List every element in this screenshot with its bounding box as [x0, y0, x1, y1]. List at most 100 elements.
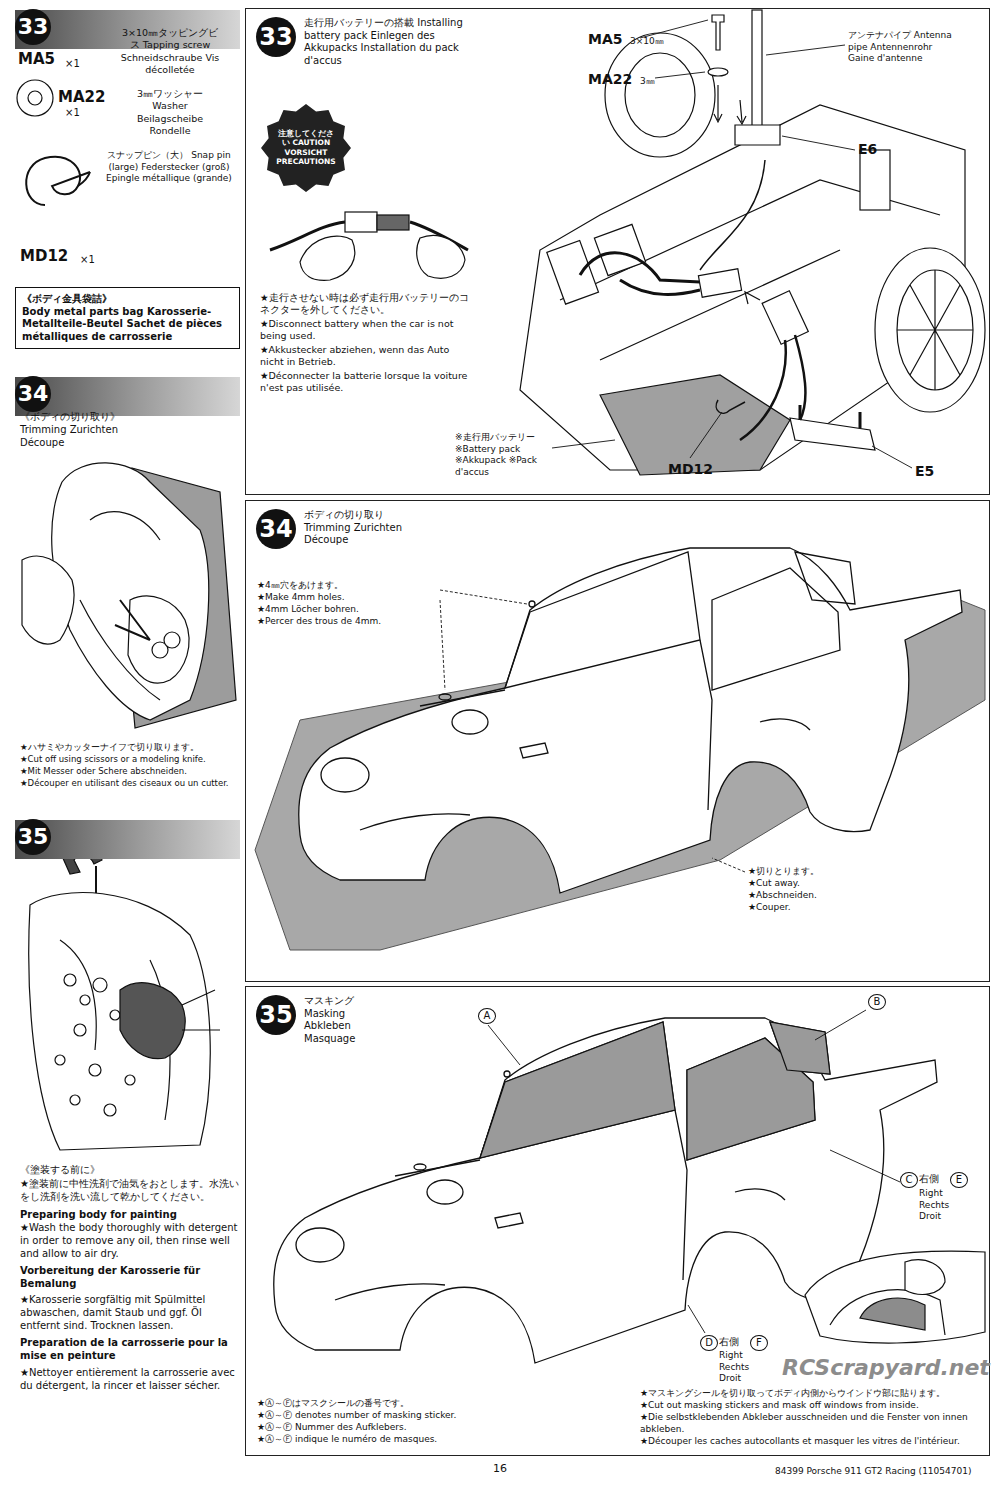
- leader-line: [488, 1025, 520, 1065]
- sticker-letter: D: [700, 1335, 718, 1351]
- step-bar: 35: [15, 820, 240, 859]
- chassis-illustration: [600, 375, 790, 475]
- snap-pin-icon: [26, 157, 90, 205]
- washing-illustration: [89, 1064, 101, 1076]
- leader-line: [688, 1305, 705, 1333]
- side-label: Right Rechts Droit: [719, 1350, 764, 1385]
- connector-illustration: [300, 236, 355, 280]
- underside-illustration: [805, 1251, 985, 1343]
- chassis-illustration: [875, 248, 985, 412]
- step-heading: ボディの切り取り Trimming Zurichten Découpe: [304, 509, 404, 547]
- chassis-illustration: [716, 400, 745, 413]
- parts-bag-box: 《ボディ金具袋詰》Body metal parts bag Karosserie…: [15, 287, 240, 349]
- chassis-illustration: [745, 292, 760, 304]
- note: ★Cut away.: [748, 878, 898, 890]
- masked-car: [770, 1022, 830, 1074]
- washing-illustration: [104, 1104, 116, 1116]
- trimming-illustration: [22, 556, 74, 644]
- washing-illustration: [70, 1095, 80, 1105]
- part-code: MA22: [588, 70, 638, 88]
- leader-line: [690, 412, 722, 458]
- underside-illustration: [830, 1290, 945, 1335]
- chassis-illustration: [605, 33, 715, 157]
- part-description: 3㎜ワッシャー Washer Beilagscheibe Rondelle: [118, 88, 222, 137]
- chassis-illustration: [520, 10, 985, 475]
- chassis-illustration: [762, 291, 808, 344]
- chassis-illustration: [698, 269, 741, 298]
- watermark: RCScrapyard.net: [782, 1354, 982, 1383]
- connector-illustration: [345, 212, 377, 232]
- step-number: 35: [15, 819, 51, 855]
- underside-illustration: [805, 1251, 985, 1343]
- note: ★Karosserie sorgfältig mit Spülmittel ab…: [20, 1293, 240, 1332]
- chassis-illustration: [620, 280, 700, 294]
- note: ★Découper les caches autocollants et mas…: [640, 1436, 980, 1448]
- sticker-letter: C: [900, 1172, 918, 1188]
- sticker-letter: E: [950, 1172, 968, 1188]
- sticker-letter: A: [478, 1008, 496, 1024]
- part-code: MD12: [20, 247, 80, 267]
- note: ★Abschneiden.: [748, 890, 898, 902]
- washing-illustration: [74, 1024, 86, 1036]
- step-number: 34: [15, 376, 51, 412]
- leader-line: [440, 590, 527, 604]
- washing-illustration: [120, 983, 185, 1059]
- step-panel: 35マスキング Masking Abkleben Masquage: [245, 986, 990, 1456]
- step-panel: 34ボディの切り取り Trimming Zurichten Découpe: [245, 500, 990, 982]
- washing-illustration: [125, 1075, 135, 1085]
- page-number: 16: [485, 1462, 515, 1476]
- sticker-letter: B: [868, 994, 886, 1010]
- chassis-illustration: [897, 270, 973, 390]
- note: ★走行させない時は必ず走行用バッテリーのコネクターを外してください。: [260, 292, 475, 317]
- leader-line: [712, 858, 745, 872]
- washing-illustration: [110, 1010, 120, 1020]
- step-number: 35: [256, 995, 296, 1035]
- badge-shape: [261, 104, 351, 192]
- leader-line: [488, 1010, 900, 1333]
- part-description: スナップピン（大） Snap pin (large) Federstecker …: [98, 150, 240, 185]
- note: ★Akkustecker abziehen, wenn das Auto nic…: [260, 344, 475, 369]
- connector-illustration: [270, 212, 468, 280]
- part-label: アンテナパイプ Antenna pipe Antennenrohr Gaine …: [848, 30, 958, 65]
- part-code: E6: [858, 140, 888, 158]
- note: ★塗装前に中性洗剤で油気をおとします。水洗いをし洗剤を洗い流して乾かしてください…: [20, 1177, 240, 1203]
- trimming-illustration: [22, 463, 236, 728]
- side-label: 右側: [719, 1335, 749, 1348]
- quantity: ×1: [65, 106, 95, 119]
- leader-line: [552, 20, 912, 468]
- washing-illustration: [29, 893, 210, 1150]
- trimming-illustration: [164, 632, 180, 648]
- trimming-illustration: [115, 600, 150, 640]
- washing-illustration: [64, 974, 76, 986]
- chassis-illustration: [594, 224, 645, 275]
- masked-car: [480, 1022, 830, 1160]
- bag-title: Body metal parts bag Karosserie-Metallte…: [22, 306, 233, 344]
- leader-line: [766, 45, 845, 55]
- note: ★Cut out masking stickers and mask off w…: [640, 1400, 980, 1412]
- underside-illustration: [905, 1260, 945, 1295]
- caution-text: 注意してください CAUTION VORSICHT PRECAUTIONS: [275, 129, 337, 167]
- note: ★Mit Messer oder Schere abschneiden.: [20, 766, 245, 777]
- note: ★マスキングシールを切り取ってボディ内側からウインドウ部に貼ります。: [640, 1388, 980, 1400]
- sub-heading: 《塗装する前に》: [20, 1163, 240, 1176]
- note: ★4㎜穴をあけます。: [257, 580, 437, 592]
- note: ★4mm Löcher bohren.: [257, 604, 437, 616]
- chassis-illustration: [714, 85, 746, 124]
- leader-line: [440, 600, 445, 690]
- note: ★Ⓐ～Ⓕ Nummer des Aufklebers.: [257, 1422, 587, 1434]
- note: ★Ⓐ～Ⓕ indique le numéro de masques.: [257, 1434, 587, 1446]
- note: ★Disconnect battery when the car is not …: [260, 318, 475, 343]
- chassis-illustration: [860, 150, 890, 210]
- chassis-illustration: [580, 253, 700, 282]
- washing-illustration: [55, 1055, 65, 1065]
- car-body: [299, 548, 962, 893]
- side-label: 右側: [919, 1172, 949, 1185]
- sub-heading: Preparation de la carrosserie pour la mi…: [20, 1336, 240, 1362]
- sticker-letter: F: [750, 1335, 768, 1351]
- dimension: 3×10㎜: [630, 36, 680, 48]
- leader-line: [440, 590, 745, 872]
- chassis-illustration: [547, 240, 599, 304]
- chassis-illustration: [752, 10, 762, 135]
- caution-badge: 注意してください CAUTION VORSICHT PRECAUTIONS: [261, 104, 351, 192]
- side-label: Right Rechts Droit: [919, 1188, 964, 1223]
